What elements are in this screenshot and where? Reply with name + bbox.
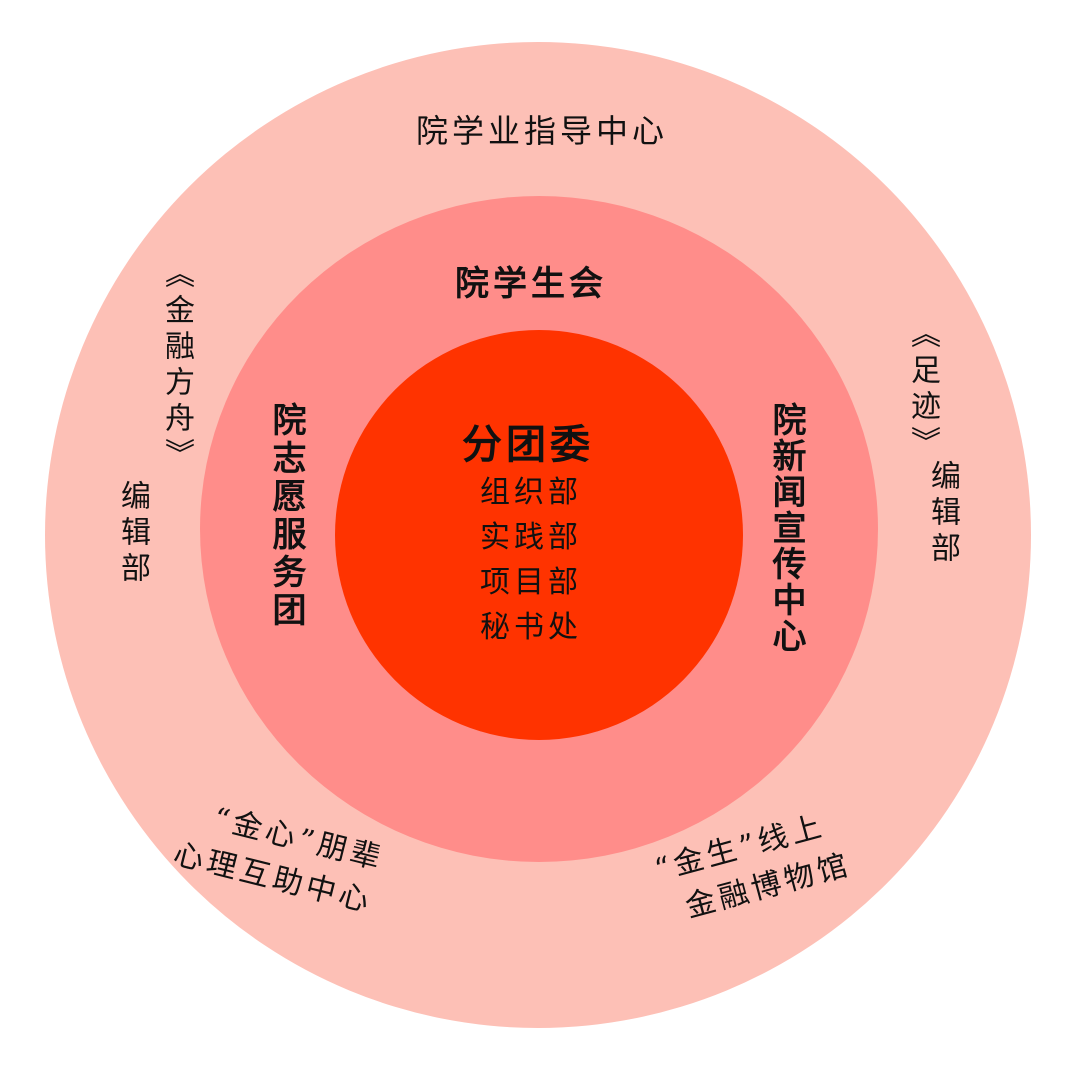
outer-left-dept: 编辑部 [115, 480, 150, 588]
outer-top-label: 院学业指导中心 [416, 112, 669, 150]
center-dept: 实践部 [480, 520, 582, 555]
center-dept: 项目部 [480, 565, 582, 600]
center-title: 分团委 [462, 421, 594, 468]
outer-right-journal: 《足迹》 [905, 318, 940, 462]
outer-right-dept: 编辑部 [925, 460, 960, 568]
outer-left-journal: 《金融方舟》 [159, 258, 194, 474]
middle-top-label: 院学生会 [455, 264, 607, 304]
center-dept: 组织部 [480, 475, 582, 510]
middle-right-label: 院新闻宣传中心 [766, 402, 806, 654]
center-dept: 秘书处 [480, 610, 582, 645]
inner-circle [335, 330, 743, 740]
center-departments: 组织部 实践部 项目部 秘书处 [480, 470, 582, 650]
middle-left-label: 院志愿服务团 [266, 402, 306, 630]
